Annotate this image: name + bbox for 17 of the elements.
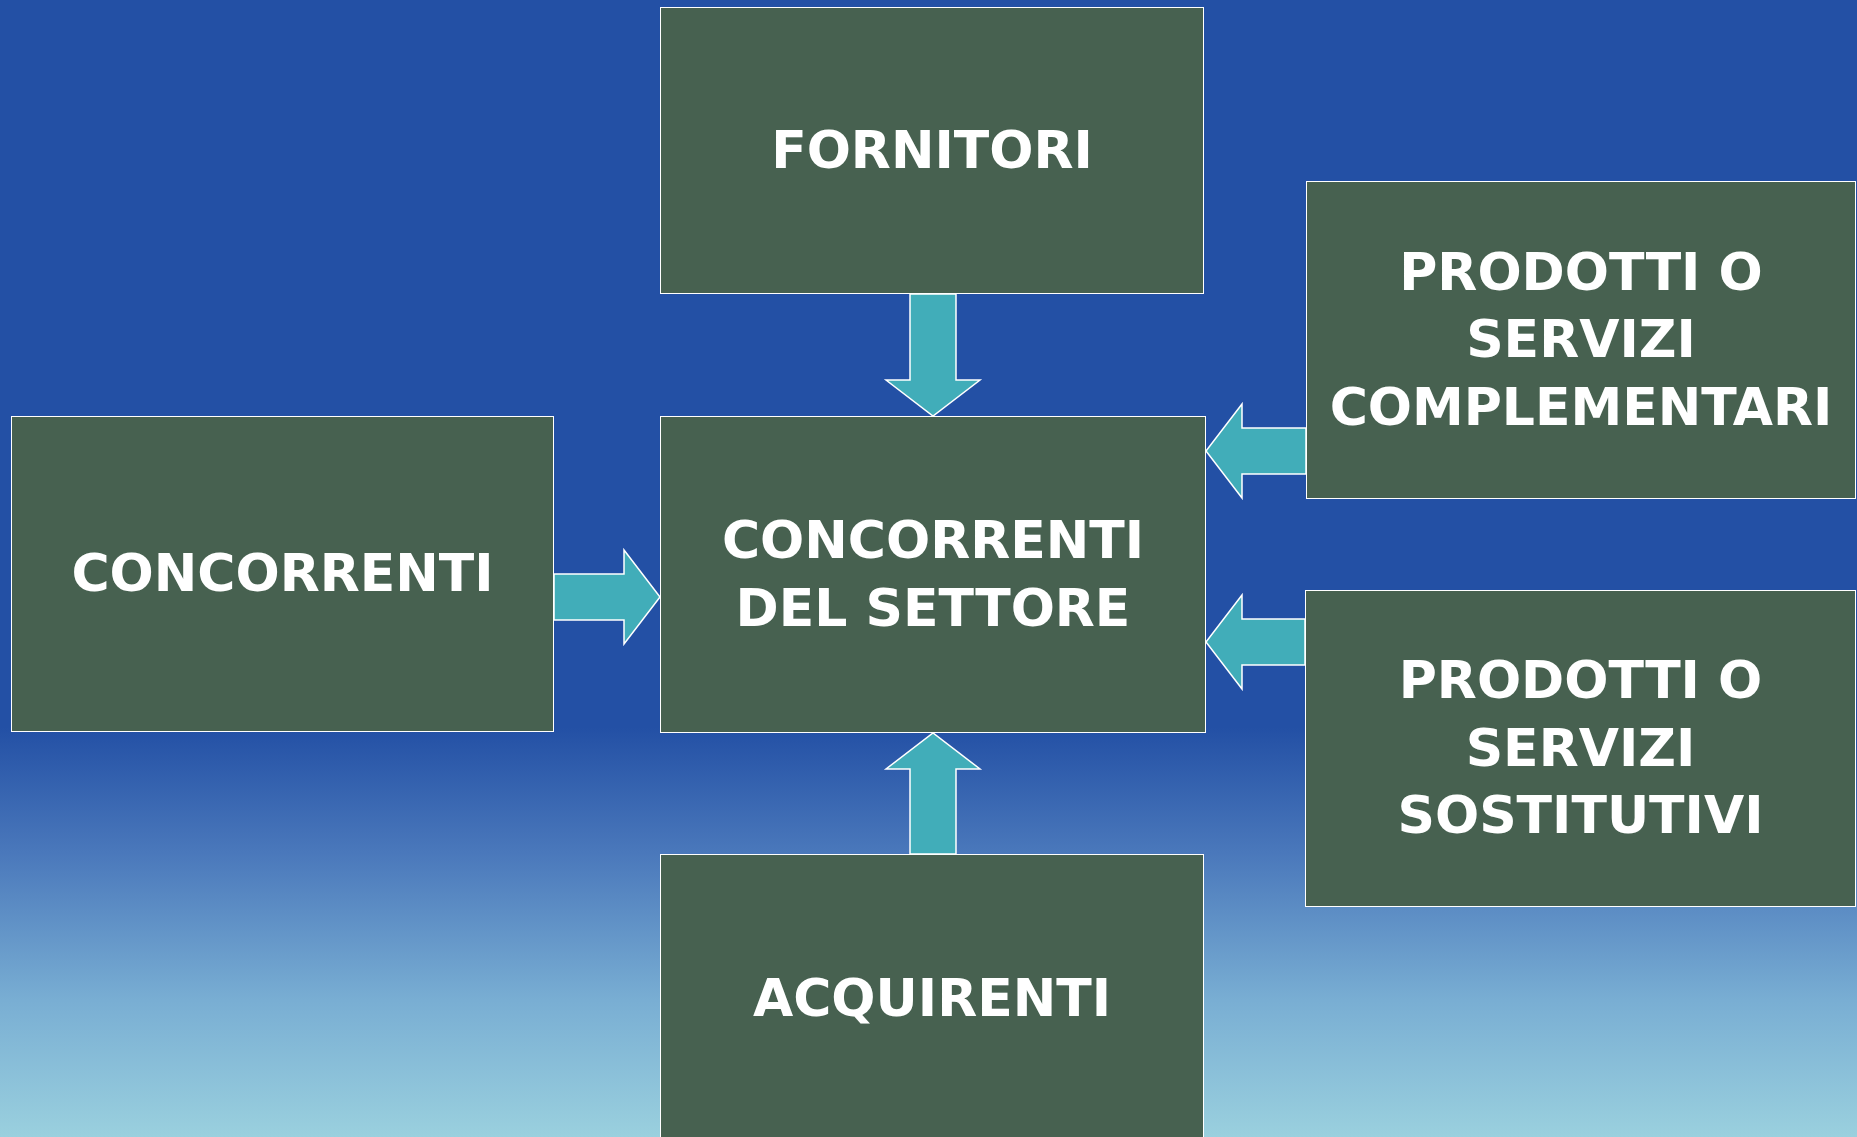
process-box bbox=[1305, 590, 1856, 907]
block-arrow bbox=[883, 732, 983, 855]
process-box bbox=[660, 7, 1204, 294]
process-box bbox=[660, 854, 1204, 1137]
node-label: PRODOTTI O SERVIZI COMPLEMENTARI bbox=[1328, 240, 1834, 439]
process-box bbox=[660, 416, 1206, 733]
node-label: PRODOTTI O SERVIZI SOSTITUTIVI bbox=[1396, 649, 1765, 848]
node-label: FORNITORI bbox=[770, 118, 1094, 182]
node-label: ACQUIRENTI bbox=[751, 967, 1113, 1031]
process-box bbox=[11, 416, 554, 732]
block-arrow bbox=[883, 293, 983, 417]
block-arrow bbox=[1205, 401, 1307, 501]
process-box bbox=[1306, 181, 1856, 499]
node-label: CONCORRENTI DEL SETTORE bbox=[720, 508, 1146, 640]
block-arrow bbox=[1205, 592, 1306, 692]
block-arrow bbox=[553, 547, 661, 647]
node-label: CONCORRENTI bbox=[70, 542, 495, 606]
